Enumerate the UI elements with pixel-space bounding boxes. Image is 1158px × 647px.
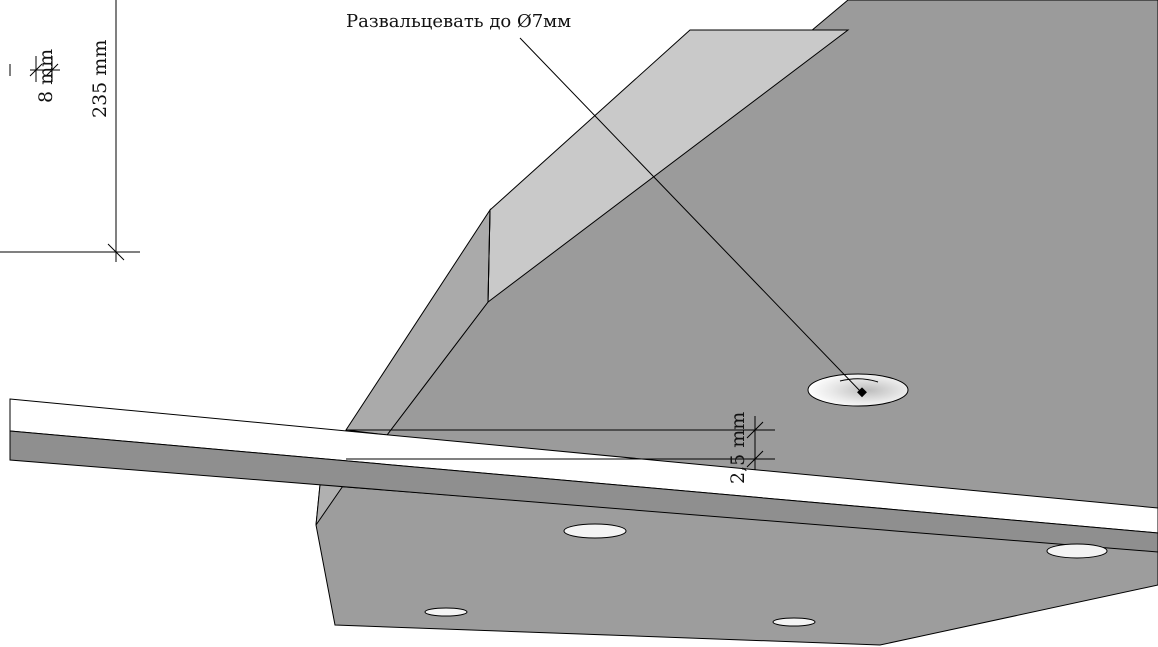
dim-8-tick-a — [29, 63, 43, 77]
flange-hole-3 — [424, 607, 468, 617]
callout-leader-line — [519, 37, 863, 394]
dim-8-label: 8 mm — [35, 49, 57, 103]
part-edge-line — [487, 209, 491, 303]
flange-hole-2 — [1046, 543, 1108, 559]
dim-235-tick — [107, 243, 125, 261]
callout-text: Развальцевать до Ø7мм — [346, 11, 571, 32]
dim-2-5-tick-bottom — [746, 450, 764, 468]
callout-leader-marker — [857, 387, 867, 398]
dim-2-5-tick-top — [746, 421, 764, 439]
sheet-strip-side — [9, 430, 1158, 553]
dim-8-tick-b — [45, 63, 59, 77]
countersunk-hole — [807, 373, 909, 407]
dim-2-5-label: 2,5 mm — [727, 412, 749, 484]
countersunk-hole-inner — [839, 378, 879, 383]
flange-hole-1 — [563, 523, 627, 539]
flange-hole-4 — [772, 617, 816, 627]
dim-235-label: 235 mm — [89, 40, 111, 118]
sheet-strip-top — [9, 398, 1158, 534]
